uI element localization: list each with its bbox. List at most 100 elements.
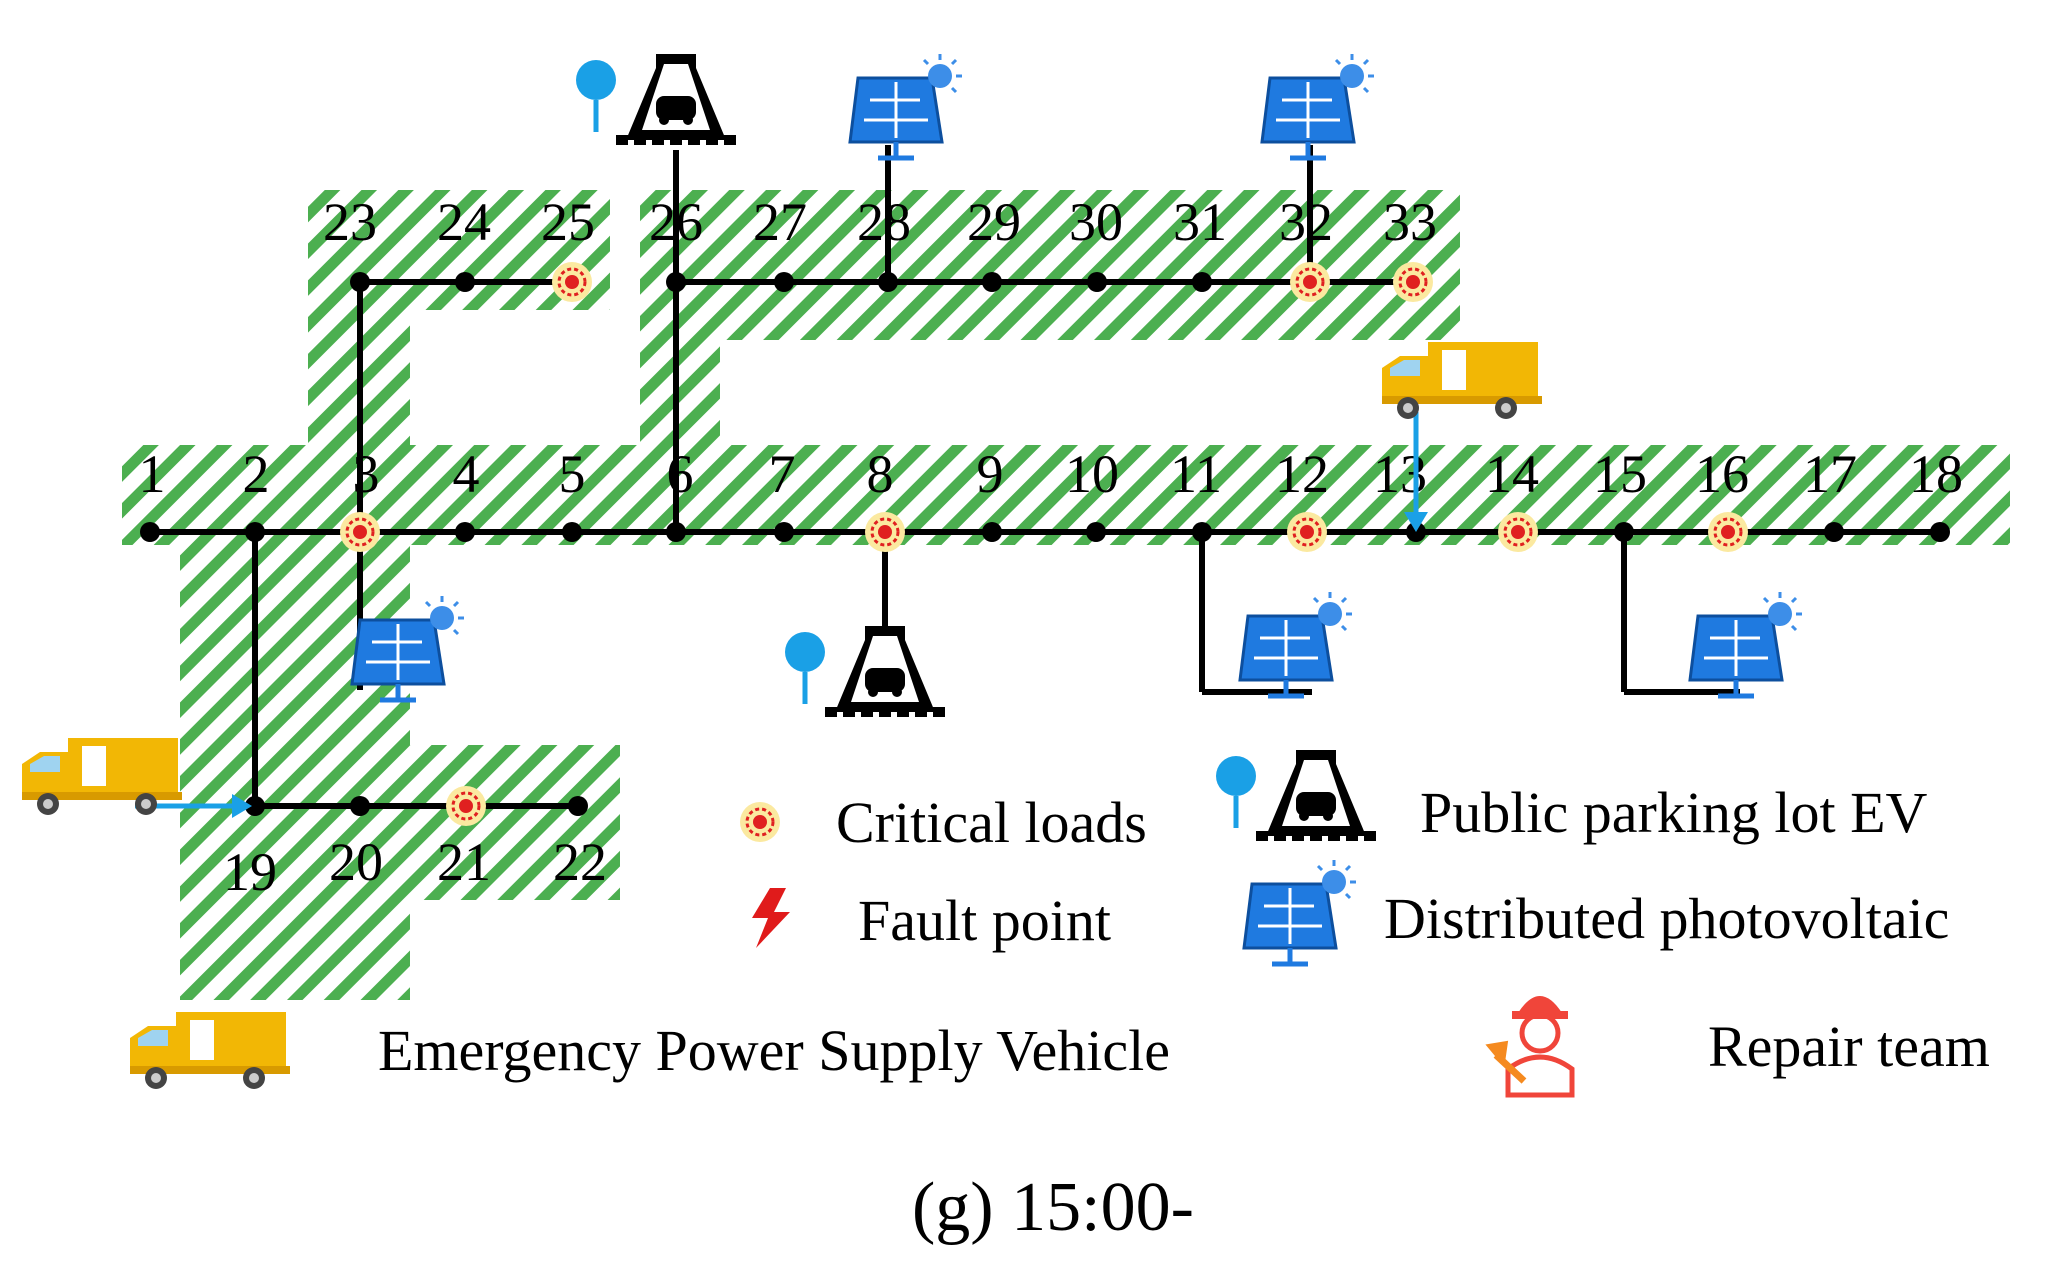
island-mask-below-lateral: [410, 545, 810, 745]
node-label: 10: [1065, 444, 1119, 504]
bus-dot: [1930, 522, 1950, 542]
repair-worker-icon: [1485, 996, 1575, 1098]
bus-dot: [350, 272, 370, 292]
node-label: 27: [753, 192, 807, 252]
bus-dot: [1192, 522, 1212, 542]
bus-dot: [245, 796, 265, 816]
node-label: 16: [1695, 444, 1749, 504]
node-12: 12: [1275, 444, 1329, 552]
node-5: 5: [559, 444, 586, 542]
node-label: 31: [1173, 192, 1227, 252]
parking-lot-icon-26: [576, 54, 736, 140]
node-label: 28: [857, 192, 911, 252]
node-label: 26: [649, 192, 703, 252]
node-29: 29: [967, 192, 1021, 292]
vehicle-arrows: [135, 412, 1428, 818]
island-lateral-19-22: [180, 745, 620, 900]
node-label: 5: [559, 444, 586, 504]
node-15: 15: [1593, 444, 1647, 542]
node-6: 6: [666, 444, 694, 542]
node-22: 22: [553, 796, 607, 892]
legend: Critical loads Fault point Public parkin…: [130, 750, 1990, 1098]
node-3: 3: [340, 444, 380, 552]
solar-panel-icon-15: [1690, 592, 1802, 696]
bus-dot: [982, 272, 1002, 292]
truck-icon-13: [1382, 342, 1542, 419]
node-11: 11: [1170, 444, 1222, 542]
truck-icon-19: [22, 738, 182, 815]
node-label: 15: [1593, 444, 1647, 504]
bus-dot: [878, 272, 898, 292]
node-28: 28: [857, 192, 911, 292]
node-label: 7: [769, 444, 796, 504]
bus-dot: [455, 522, 475, 542]
node-33: 33: [1383, 192, 1437, 302]
node-label: 9: [977, 444, 1004, 504]
node-label: 29: [967, 192, 1021, 252]
bus-dot: [1087, 272, 1107, 292]
node-1: 1: [139, 444, 166, 542]
node-label: 14: [1485, 444, 1539, 504]
node-label: 24: [437, 192, 491, 252]
node-label: 11: [1170, 444, 1222, 504]
node-label: 2: [243, 444, 270, 504]
island-main: [122, 445, 2010, 1000]
legend-fault-point: Fault point: [858, 888, 1111, 953]
bus-dot: [666, 272, 686, 292]
node-9: 9: [977, 444, 1004, 542]
bus-dot: [140, 522, 160, 542]
bus-dot: [774, 272, 794, 292]
node-label: 19: [223, 842, 277, 902]
node-2: 2: [243, 444, 270, 542]
node-4: 4: [453, 444, 480, 542]
legend-repair-team: Repair team: [1708, 1014, 1990, 1079]
node-32: 32: [1279, 192, 1333, 302]
solar-panel-icon-28: [850, 54, 962, 158]
node-label: 4: [453, 444, 480, 504]
node-20: 20: [329, 796, 383, 892]
bus-dot: [568, 796, 588, 816]
bus-dot: [1086, 522, 1106, 542]
node-label: 13: [1373, 444, 1427, 504]
bus-dot: [455, 272, 475, 292]
node-21: 21: [437, 786, 491, 892]
bus-dot: [1192, 272, 1212, 292]
bus-dot: [245, 522, 265, 542]
bus-dot: [562, 522, 582, 542]
node-25: 25: [541, 192, 595, 302]
node-19: 19: [223, 796, 277, 902]
node-label: 30: [1069, 192, 1123, 252]
node-30: 30: [1069, 192, 1123, 292]
node-label: 1: [139, 444, 166, 504]
island-lateral-26-33: [640, 190, 1460, 445]
node-label: 21: [437, 832, 491, 892]
node-label: 3: [353, 444, 380, 504]
node-10: 10: [1065, 444, 1119, 542]
node-7: 7: [769, 444, 796, 542]
solar-panel-icon-32: [1262, 54, 1374, 158]
node-label: 33: [1383, 192, 1437, 252]
bus-dot: [1824, 522, 1844, 542]
solar-panel-icon-legend: [1244, 860, 1356, 964]
node-label: 23: [323, 192, 377, 252]
critical-load-icon: [738, 800, 782, 844]
node-17: 17: [1803, 444, 1857, 542]
node-26: 26: [649, 192, 703, 292]
solar-panel-icon-11: [1240, 592, 1352, 696]
node-label: 17: [1803, 444, 1857, 504]
node-label: 6: [667, 444, 694, 504]
node-18: 18: [1909, 444, 1963, 542]
node-23: 23: [323, 192, 377, 292]
legend-parking-lot: Public parking lot EV: [1420, 780, 1928, 845]
truck-icon-legend: [130, 1012, 290, 1089]
node-8: 8: [865, 444, 905, 552]
node-label: 32: [1279, 192, 1333, 252]
node-label: 18: [1909, 444, 1963, 504]
lightning-icon: [752, 888, 790, 948]
node-label: 20: [329, 832, 383, 892]
legend-photovoltaic: Distributed photovoltaic: [1384, 886, 1949, 951]
node-label: 25: [541, 192, 595, 252]
node-27: 27: [753, 192, 807, 292]
